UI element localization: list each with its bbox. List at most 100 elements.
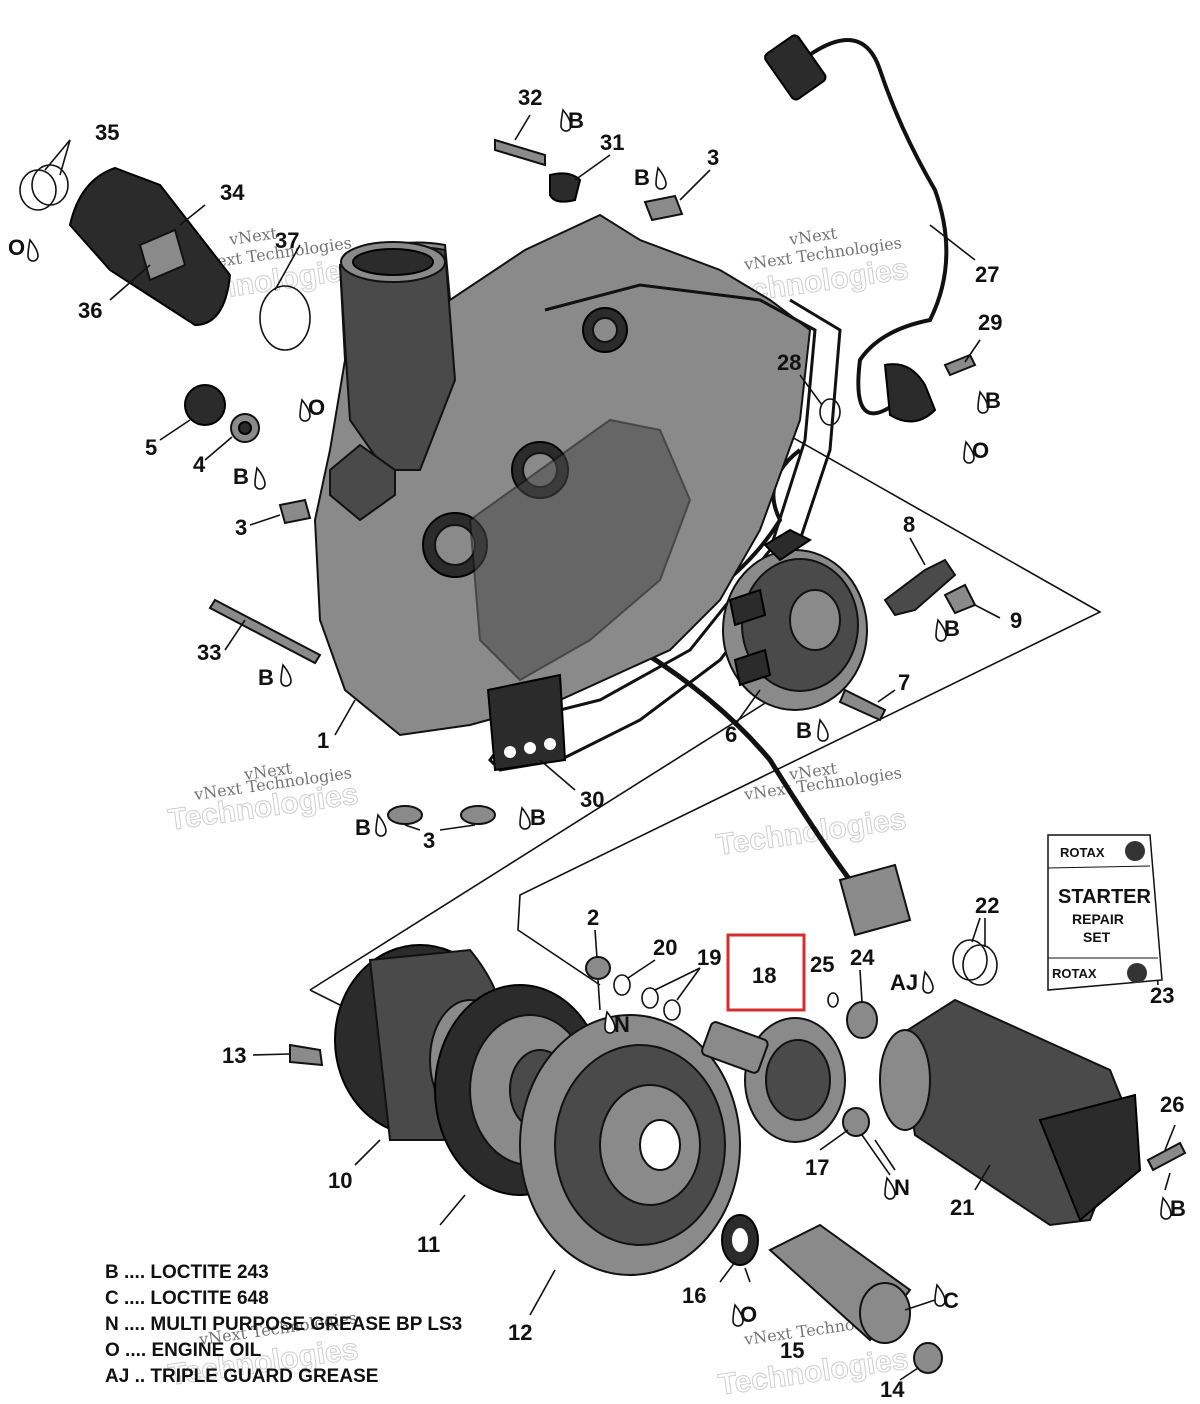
legend-line-C: C .... LOCTITE 648: [105, 1288, 269, 1309]
code-B: B: [568, 108, 584, 133]
code-B: B: [355, 815, 371, 840]
code-N: N: [614, 1012, 630, 1037]
code-O: O: [972, 438, 989, 463]
intermediate-gear-18: [701, 1017, 846, 1143]
crankcase-cover: [313, 213, 812, 737]
watermark-big: Technologies: [714, 803, 908, 862]
callout-34: 34: [220, 180, 245, 205]
code-B: B: [233, 464, 249, 489]
callout-12: 12: [508, 1320, 532, 1345]
callout-2: 2: [587, 905, 599, 930]
legend-line-AJ: AJ .. TRIPLE GUARD GREASE: [105, 1366, 378, 1387]
callout-25: 25: [810, 952, 834, 977]
assembly-line: [309, 989, 341, 1006]
crankshaft-sensor: [883, 363, 937, 423]
callout-3-bottom: 3: [423, 828, 435, 853]
dowel-3a: [643, 194, 684, 222]
callout-8: 8: [903, 512, 915, 537]
code-O: O: [8, 235, 25, 260]
kit-card-line2: REPAIR: [1072, 911, 1124, 927]
legend: B .... LOCTITE 243 C .... LOCTITE 648 N …: [105, 1262, 462, 1387]
highlight-box: [726, 933, 806, 1012]
callout-15: 15: [780, 1338, 804, 1363]
o-ring-28: [819, 398, 841, 426]
callout-11: 11: [417, 1232, 440, 1257]
callout-26: 26: [1160, 1092, 1184, 1117]
code-O: O: [308, 395, 325, 420]
code-B: B: [634, 165, 650, 190]
callout-1: 1: [317, 728, 329, 753]
callout-10: 10: [328, 1168, 352, 1193]
callout-18: 18: [752, 963, 776, 988]
callout-9: 9: [1010, 608, 1022, 633]
item-callouts: 35 34 37 36 32 31 3 27 29 28 5 4 3 8 9 3…: [78, 85, 1184, 1402]
callout-22: 22: [975, 893, 999, 918]
assembly-line: [517, 364, 1102, 986]
nut-14: [913, 1342, 943, 1374]
bushing-2: [585, 956, 611, 980]
washer-19b: [663, 999, 681, 1021]
washer-20: [613, 974, 631, 996]
screw-9: [943, 583, 977, 615]
code-B: B: [1170, 1196, 1186, 1221]
washer-19a: [641, 987, 659, 1009]
callout-4: 4: [193, 452, 206, 477]
screw-13: [289, 1043, 324, 1067]
code-B: B: [985, 388, 1001, 413]
callout-31: 31: [600, 130, 624, 155]
callout-16: 16: [682, 1283, 706, 1308]
code-C: C: [943, 1288, 959, 1313]
dowel-3d: [460, 805, 496, 825]
callout-37: 37: [275, 228, 299, 253]
code-B: B: [944, 616, 960, 641]
callout-5: 5: [145, 435, 157, 460]
starter-motor-21: [879, 998, 1142, 1227]
product-code-labels: O O B B B B O B B B B B N AJ N B O C: [8, 108, 1186, 1327]
callout-36: 36: [78, 298, 102, 323]
code-O: O: [740, 1302, 757, 1327]
code-B: B: [530, 805, 546, 830]
callout-30: 30: [580, 787, 604, 812]
dowel-3b: [278, 498, 312, 525]
callout-14: 14: [880, 1377, 905, 1402]
callout-7: 7: [898, 670, 910, 695]
callout-17: 17: [805, 1155, 829, 1180]
shaft-15: [768, 1223, 912, 1344]
callout-29: 29: [978, 310, 1002, 335]
kit-card-brand: ROTAX: [1060, 845, 1105, 860]
clamp-31: [549, 172, 582, 203]
dowel-3c: [387, 805, 423, 825]
callout-27: 27: [975, 262, 999, 287]
ring-25: [827, 992, 839, 1008]
callout-32: 32: [518, 85, 542, 110]
screw-33: [208, 598, 322, 665]
code-B: B: [796, 718, 812, 743]
starter-repair-kit-card: ROTAX STARTER REPAIR SET ROTAX: [1047, 834, 1163, 991]
ring-gear-12: [519, 1014, 741, 1276]
legend-line-N: N .... MULTI PURPOSE GREASE BP LS3: [105, 1314, 462, 1335]
kit-card-title: STARTER: [1058, 886, 1152, 908]
assembly-line: [309, 699, 771, 991]
brand-emblem-icon: [1127, 963, 1147, 983]
kit-card-brand-bottom: ROTAX: [1052, 966, 1097, 981]
o-ring-22a: [952, 939, 988, 981]
callout-35: 35: [95, 120, 119, 145]
screw-29: [943, 353, 977, 377]
callout-23: 23: [1150, 983, 1174, 1008]
callout-3-left: 3: [235, 515, 247, 540]
o-ring-22b: [962, 944, 998, 986]
plug-5: [184, 384, 226, 426]
code-B: B: [258, 665, 274, 690]
pinion-24: [846, 1001, 878, 1039]
retainer-plate-8: [883, 558, 957, 617]
callout-24: 24: [850, 945, 875, 970]
callout-33: 33: [197, 640, 221, 665]
callout-13: 13: [222, 1043, 246, 1068]
brand-emblem-icon: [1125, 841, 1145, 861]
legend-line-O: O .... ENGINE OIL: [105, 1340, 262, 1361]
assembly-lines: [309, 364, 1102, 1006]
leader-lines: [44, 114, 1176, 1381]
callout-19: 19: [697, 945, 721, 970]
screw-26: [1146, 1141, 1187, 1172]
